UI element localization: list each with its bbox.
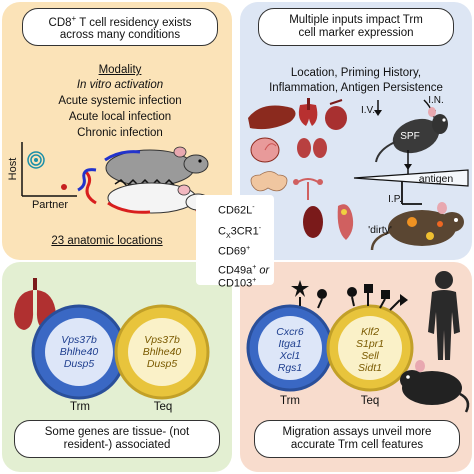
- modality-heading: Modality: [98, 64, 142, 76]
- legend-item-cd69: CD69+: [218, 245, 251, 258]
- cells-bottom-right: [246, 280, 414, 392]
- teq-label: Teq: [360, 395, 380, 407]
- partner-axis-label: Partner: [31, 199, 69, 211]
- legend-box: [196, 195, 274, 285]
- iv-label: I.V.: [360, 105, 376, 116]
- cells-bottom-left: [31, 304, 210, 400]
- teq-gene-list: Klf2 S1pr1 Sell Sidt1: [355, 326, 385, 374]
- modality-item: Chronic infection: [77, 127, 163, 139]
- legend-item-cx3cr1: CX3CR1-: [218, 225, 262, 240]
- inputs-list: Inflammation, Antigen Persistence: [269, 82, 443, 94]
- parabiosis-mice-illustration: [77, 146, 211, 219]
- modality-item: Acute systemic infection: [58, 95, 182, 107]
- trm-label: Trm: [279, 395, 300, 407]
- black-mouse-illustration: [400, 360, 470, 413]
- ip-label: I.P.: [388, 194, 402, 205]
- bottom-right-caption: Migration assays unveil more accurate Tr…: [254, 420, 460, 458]
- top-left-title: CD8+ T cell residency exists across many…: [22, 8, 218, 46]
- modality-item: Acute local infection: [68, 111, 172, 123]
- organs-illustration: [248, 98, 354, 240]
- anatomic-locations: 23 anatomic locations: [51, 235, 163, 247]
- legend-item-cd62l: CD62L-: [218, 204, 255, 217]
- antigen-gradient: [353, 169, 469, 187]
- legend-item-cd103: CD103+: [218, 277, 257, 290]
- dirty-label: 'dirty': [368, 224, 392, 236]
- dirty-mouse-illustration: [370, 202, 464, 251]
- host-partner-plot: [21, 142, 77, 197]
- teq-gene-list: Vps37b Bhlhe40 Dusp5: [142, 334, 182, 370]
- bottom-left-caption: Some genes are tissue- (not resident-) a…: [14, 420, 220, 458]
- modality-item: In vitro activation: [76, 79, 164, 91]
- trm-label: Trm: [69, 401, 90, 413]
- spf-mouse-illustration: [374, 99, 448, 205]
- host-axis-label: Host: [7, 157, 19, 181]
- trm-gene-list: Vps37b Bhlhe40 Dusp5: [59, 334, 99, 370]
- antigen-label: antigen: [418, 173, 454, 185]
- inputs-list: Location, Priming History,: [290, 67, 422, 79]
- trm-gene-list: Cxcr6 Itga1 Xcl1 Rgs1: [276, 326, 304, 374]
- human-silhouette: [428, 271, 460, 360]
- in-label: I.N.: [428, 95, 444, 106]
- top-right-title: Multiple inputs impact Trm cell marker e…: [258, 8, 454, 46]
- spf-label: SPF: [400, 131, 420, 142]
- legend-item-cd49a: CD49a+ or: [218, 264, 270, 277]
- teq-label: Teq: [153, 401, 173, 413]
